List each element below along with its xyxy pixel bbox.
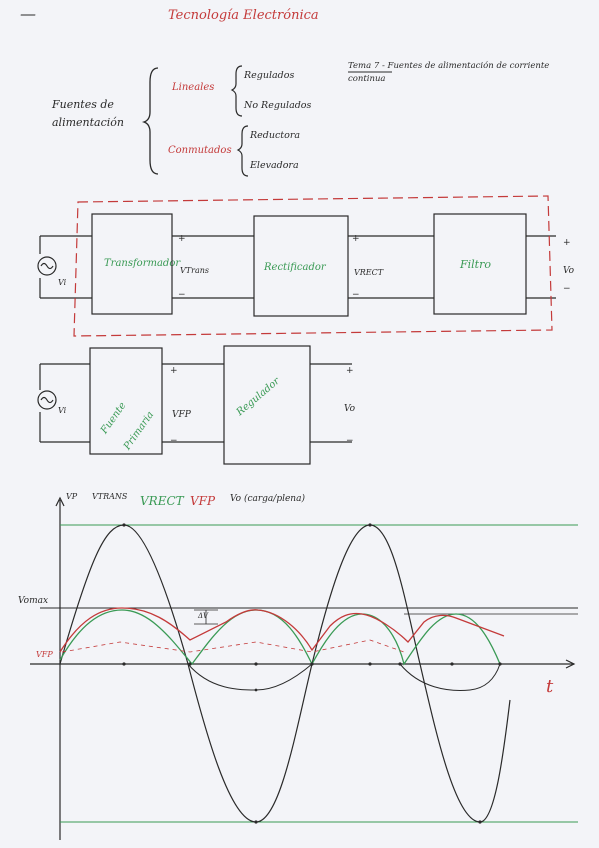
- average-dashed: [61, 639, 405, 653]
- d2-vout: Vo: [344, 404, 356, 414]
- d1-v1: VTrans: [180, 266, 209, 275]
- legend-vo: Vo (carga/plena): [230, 494, 305, 504]
- d1-v2: VRECT: [354, 268, 384, 277]
- vtrans-neg-half-2: [399, 663, 501, 691]
- vomax-label: Vomax: [18, 596, 49, 606]
- d1-minus-1: −: [178, 290, 186, 300]
- d1-plus-3: +: [563, 238, 571, 248]
- brace-conmutados: [236, 125, 249, 177]
- d2-regulador-box: [223, 345, 311, 465]
- d2-plus-1: +: [170, 366, 178, 376]
- brace-lineales: [230, 65, 243, 117]
- root-label: Fuentes de alimentación: [52, 98, 124, 129]
- d1-transformador-box: [91, 213, 173, 315]
- t-axis-label: t: [546, 676, 554, 697]
- legend-vfp: VFP: [190, 494, 216, 508]
- conmutados-label: Conmutados: [168, 145, 232, 156]
- tema-title: Tema 7 - Fuentes de alimentación de corr…: [348, 61, 550, 84]
- d2-fuente-box: [89, 347, 163, 455]
- vtrans-neg-half: [187, 663, 313, 691]
- legend-vrect: VRECT: [140, 494, 184, 508]
- d1-plus-1: +: [178, 234, 186, 244]
- d1-ac-source-icon: [37, 256, 57, 276]
- vrect-wave: [59, 609, 501, 666]
- axis-ticks: [122, 523, 502, 824]
- d1-minus-2: −: [352, 290, 360, 300]
- d1-rectificador-box: [253, 215, 349, 317]
- vtrans-wave: [59, 524, 511, 823]
- top-dash: —: [20, 4, 36, 23]
- diagram2: [37, 345, 352, 465]
- elevadora-label: Elevadora: [250, 160, 299, 171]
- d1-block2-label: Rectificador: [264, 262, 326, 273]
- d1-filtro-box: [433, 213, 527, 315]
- regulados-label: Regulados: [244, 70, 295, 81]
- d2-vin: Vi: [58, 406, 67, 415]
- ripple-marker: [194, 609, 218, 625]
- diagram1: [37, 213, 556, 317]
- legend-vtrans: VTRANS: [92, 492, 128, 501]
- lineales-label: Lineales: [172, 82, 215, 93]
- d2-ac-source-icon: [37, 390, 57, 410]
- vfp-wave: [59, 607, 505, 653]
- page-title: Tecnología Electrónica: [168, 8, 319, 23]
- d2-v1: VFP: [172, 410, 191, 420]
- waveform-axes: [30, 496, 578, 840]
- d1-block1-label: Transformador: [104, 258, 181, 269]
- no-regulados-label: No Regulados: [244, 100, 312, 111]
- vfp-axis-label: VFP: [36, 650, 53, 659]
- d1-block3-label: Filtro: [460, 258, 491, 271]
- d1-minus-3: −: [563, 284, 571, 294]
- d1-vout: Vo: [563, 266, 575, 276]
- d1-dashed-enclosure: [73, 195, 553, 337]
- d2-plus-2: +: [346, 366, 354, 376]
- reductora-label: Reductora: [250, 130, 301, 141]
- brace-main: [141, 67, 159, 175]
- legend-vp: VP: [66, 492, 78, 501]
- d2-minus-1: −: [170, 436, 178, 446]
- d2-minus-2: −: [346, 436, 354, 446]
- d1-plus-2: +: [352, 234, 360, 244]
- d1-vin: Vi: [58, 278, 67, 287]
- ripple-label: ΔV: [198, 612, 209, 620]
